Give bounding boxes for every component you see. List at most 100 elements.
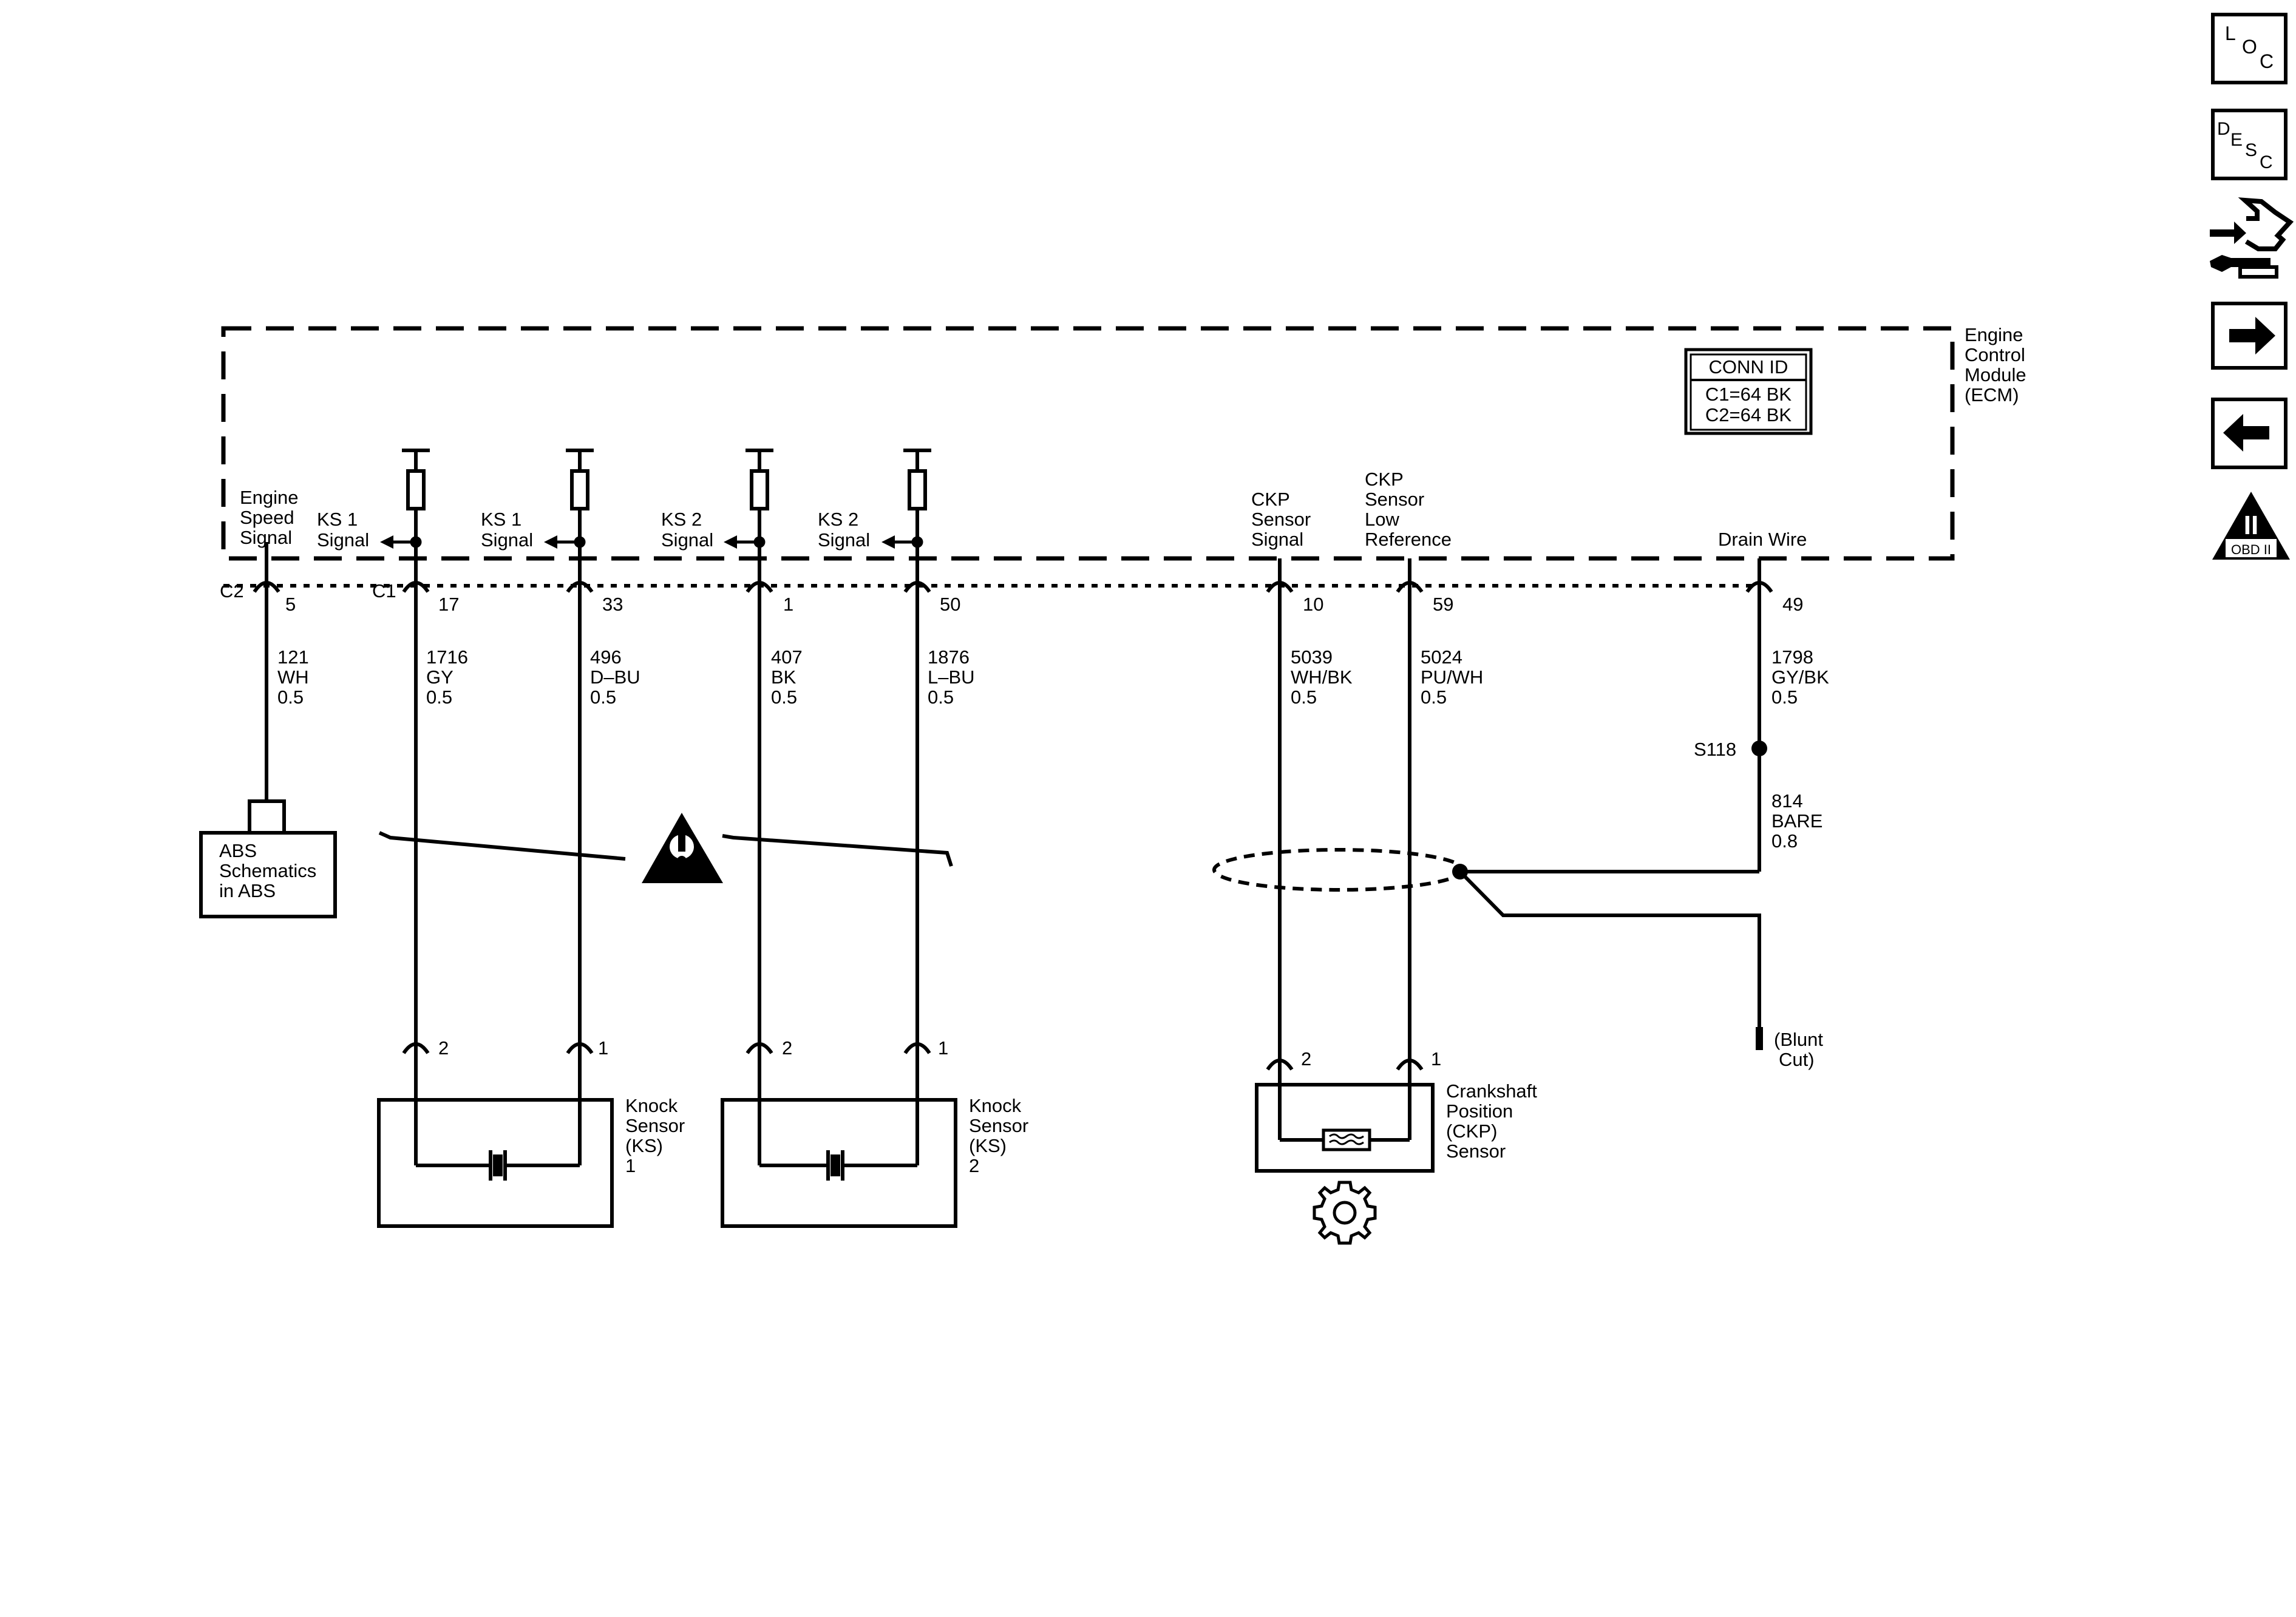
svg-text:Signal: Signal (818, 529, 870, 551)
svg-text:L–BU: L–BU (928, 666, 975, 688)
knock-sensor-1-label: Knock Sensor (KS) 1 (625, 1095, 685, 1176)
ks2-pin-2: 2 (782, 1037, 792, 1059)
svg-text:Sensor: Sensor (969, 1115, 1028, 1136)
svg-text:O: O (2242, 36, 2257, 58)
svg-text:Knock: Knock (625, 1095, 678, 1116)
sensor-terminals (402, 1042, 1424, 1071)
svg-text:1716: 1716 (426, 646, 468, 668)
pin-49: 49 (1782, 594, 1803, 615)
conn-id-c1: C1=64 BK (1705, 384, 1792, 405)
svg-text:WH/BK: WH/BK (1291, 666, 1353, 688)
svg-text:D: D (2217, 119, 2230, 139)
svg-text:(Blunt: (Blunt (1774, 1029, 1823, 1050)
svg-text:S118: S118 (1694, 739, 1736, 760)
svg-text:Engine: Engine (1965, 324, 2023, 345)
svg-text:L: L (2225, 22, 2236, 44)
svg-text:1798: 1798 (1771, 646, 1813, 668)
arrow-left-button[interactable] (2211, 398, 2288, 469)
ks2-signal-label-a: KS 2 Signal (661, 509, 713, 551)
arrow-right-button[interactable] (2211, 302, 2288, 370)
ks-resistor-4 (903, 449, 931, 542)
svg-text:OBD II: OBD II (2231, 542, 2271, 557)
svg-text:0.5: 0.5 (426, 686, 452, 708)
svg-text:814: 814 (1771, 790, 1803, 812)
connector-wrench-icon[interactable] (2210, 197, 2294, 279)
ckp-low-reference-label: CKP Sensor Low Reference (1365, 469, 1452, 550)
svg-text:S: S (2245, 140, 2257, 160)
svg-text:GY/BK: GY/BK (1771, 666, 1829, 688)
pin-59: 59 (1433, 594, 1453, 615)
ks1-pin-2: 2 (438, 1037, 449, 1059)
pin-5: 5 (285, 594, 296, 615)
ckp-pin-1: 1 (1431, 1048, 1441, 1070)
svg-text:Sensor: Sensor (625, 1115, 685, 1136)
svg-text:CKP: CKP (1251, 489, 1290, 510)
svg-text:KS 1: KS 1 (317, 509, 358, 530)
arrow-left-icon (2223, 414, 2269, 452)
svg-text:Signal: Signal (661, 529, 713, 551)
conn-id-box: CONN ID C1=64 BK C2=64 BK (1684, 348, 1813, 435)
svg-text:KS 2: KS 2 (661, 509, 702, 530)
conn-id-c2: C2=64 BK (1705, 404, 1792, 425)
svg-text:WH: WH (277, 666, 309, 688)
svg-text:0.8: 0.8 (1771, 830, 1798, 852)
arrow-right-icon (2229, 317, 2275, 354)
svg-text:1: 1 (625, 1155, 636, 1176)
ckp-sensor (1255, 1070, 1435, 1173)
knock-sensor-1 (377, 1053, 614, 1228)
ks-resistor-2 (566, 449, 594, 542)
ks1-signal-label-b: KS 1 Signal (481, 509, 533, 551)
svg-text:(ECM): (ECM) (1965, 384, 2019, 405)
svg-text:(CKP): (CKP) (1446, 1120, 1497, 1142)
ckp-sensor-signal-label: CKP Sensor Signal (1251, 489, 1311, 550)
svg-text:C: C (2260, 152, 2273, 172)
knock-sensor-2-label: Knock Sensor (KS) 2 (969, 1095, 1028, 1176)
pin-10: 10 (1303, 594, 1323, 615)
gear-icon (1313, 1181, 1377, 1245)
svg-text:Signal: Signal (1251, 529, 1303, 550)
svg-text:Engine: Engine (240, 487, 299, 508)
svg-text:0.5: 0.5 (1421, 686, 1447, 708)
svg-text:0.5: 0.5 (928, 686, 954, 708)
svg-text:0.5: 0.5 (1771, 686, 1798, 708)
svg-text:Schematics: Schematics (219, 860, 316, 881)
desc-button[interactable]: D E S C (2211, 109, 2288, 180)
svg-text:5039: 5039 (1291, 646, 1333, 668)
obd-ii-icon[interactable]: II OBD II (2212, 492, 2290, 560)
loc-button[interactable]: L O C (2211, 13, 2288, 84)
connector-c1-label: C1 (372, 580, 396, 602)
svg-text:C: C (2260, 50, 2274, 72)
svg-text:0.5: 0.5 (771, 686, 797, 708)
svg-text:Low: Low (1365, 509, 1399, 530)
svg-text:ABS: ABS (219, 840, 257, 861)
ckp-sensor-label: Crankshaft Position (CKP) Sensor (1446, 1080, 1537, 1162)
ks-resistor-1 (402, 449, 430, 542)
abs-schematics-box[interactable]: ABS Schematics in ABS (199, 799, 337, 918)
ecm-label: Engine Control Module (ECM) (1965, 324, 2026, 405)
conn-id-title: CONN ID (1709, 356, 1788, 378)
ecm-terminals (253, 581, 1773, 593)
svg-text:PU/WH: PU/WH (1421, 666, 1483, 688)
svg-text:Module: Module (1965, 364, 2026, 385)
svg-text:2: 2 (969, 1155, 979, 1176)
twisted-pair-marks (378, 831, 953, 867)
engine-speed-signal-label: Engine Speed Signal (240, 487, 299, 548)
pin-33: 33 (602, 594, 623, 615)
svg-text:II: II (2244, 510, 2258, 540)
svg-text:Sensor: Sensor (1251, 509, 1311, 530)
connector-c2-label: C2 (220, 580, 244, 602)
shielded-cable-ellipse (1212, 848, 1465, 892)
svg-text:Control: Control (1965, 344, 2025, 365)
svg-text:(KS): (KS) (625, 1135, 663, 1156)
ckp-pin-2: 2 (1301, 1048, 1311, 1070)
svg-text:KS 2: KS 2 (818, 509, 858, 530)
svg-text:0.5: 0.5 (1291, 686, 1317, 708)
svg-text:BK: BK (771, 666, 796, 688)
